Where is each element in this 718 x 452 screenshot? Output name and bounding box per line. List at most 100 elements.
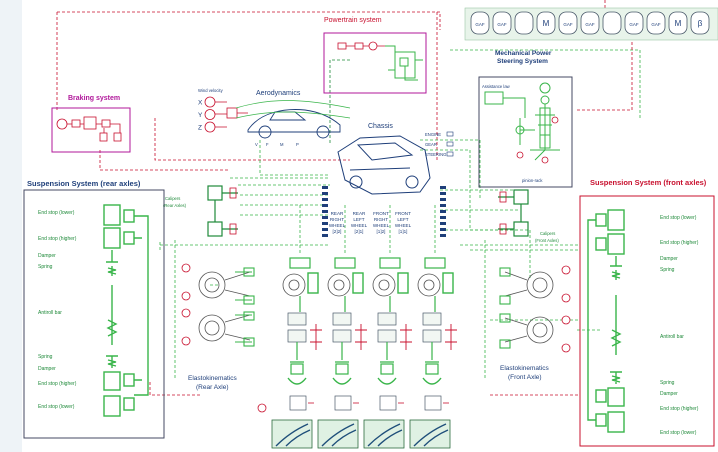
elasto-rear-label-1: Elastokinematics [188,375,238,382]
road-icon-0 [271,419,313,449]
wind-axis-y: Y [198,112,203,119]
susp-front-title: Suspension System (front axles) [590,178,707,187]
susp-rear-title: Suspension System (rear axles) [27,179,141,188]
road-icon-2 [363,419,405,449]
front-label-0: End stop (lower) [660,215,697,221]
suspension-front-block: Suspension System (front axles) End stop… [579,178,715,447]
road-icons [271,419,451,449]
ground-contact-box [289,395,307,411]
elasto-rear-label-2: (Rear Axle) [196,384,229,391]
elasto-front-label-2: (Front Axle) [508,374,542,381]
wheel-header-2-2: WHEEL [373,223,390,228]
front-label-1: End stop (higher) [660,240,699,246]
front-label-7: End stop (higher) [660,406,699,412]
steering-block: Mechanical Power Steering System Assista… [478,50,573,188]
svg-text:ENGINE: ENGINE [425,132,441,137]
front-label-5: Spring [660,380,675,386]
tyre-model-box [377,312,397,326]
rear-label-3: Spring [38,264,53,270]
wheel-column-2 [372,257,412,411]
wheel-header-2-0: FRONT [373,211,389,216]
steering-title-2: Steering System [497,58,548,65]
tyre-icon [327,273,351,297]
wheel-header-0-1: RIGHT [330,217,344,222]
top-icon-label-8: GAF [651,22,661,27]
wheel-header-0-0: REAR [331,211,344,216]
diagram-sheet [22,0,718,452]
svg-text:P: P [296,142,299,147]
calipers-front-label-2: (Front Axles) [535,238,559,243]
wheel-header-0-2: WHEEL [329,223,346,228]
wheel-header-1-0: REAR [353,211,366,216]
front-label-3: Spring [660,267,675,273]
wheel-header-3-1: LEFT [397,217,408,222]
rear-label-5: Spring [38,354,53,360]
top-icon-label-5: GAF [585,22,595,27]
front-label-6: Damper [660,391,678,397]
tyre-icon [417,273,441,297]
calipers-rear-label-2: (Rear Axles) [163,203,187,208]
rear-label-1: End stop (higher) [38,236,77,242]
top-icon-label-7: GAF [629,22,639,27]
wind-velocity-block: Wind velocity XYZ [198,88,248,133]
tyre-icon [372,273,396,297]
wheel-port-stubs [322,186,446,237]
chassis-car-icon [337,135,431,195]
powertrain-title: Powertrain system [324,17,382,24]
top-icon-4: GAF [558,11,578,35]
wheel-column-0 [282,257,322,411]
top-icon-label-10: β [698,19,703,28]
rear-label-2: Damper [38,253,56,259]
top-icon-label-1: GAF [497,22,507,27]
wheel-header-2-1: RIGHT [374,217,388,222]
ground-contact-box [424,395,442,411]
calipers-front-block: Calipers (Front Axles) [498,189,559,243]
rear-label-7: End stop (higher) [38,381,77,387]
ground-contact-box [379,395,397,411]
wheel-header-3-2: WHEEL [395,223,412,228]
wheel-headers: REARRIGHTWHEEL[2]2]REARLEFTWHEEL[2]1]FRO… [329,211,412,234]
wheel-header-3-3: [1]1] [399,229,408,234]
aerodynamics-label: Aerodynamics [256,90,301,97]
tyre-model-box [287,312,307,326]
wind-source-icon [204,109,216,120]
top-icon-1: GAF [492,11,512,35]
front-spring-stack [587,209,625,433]
wheel-columns [282,257,457,411]
wheel-header-3-0: FRONT [395,211,411,216]
tyre-model-box [422,312,442,326]
suspension-rear-block: Suspension System (rear axles) End stop … [23,179,165,439]
top-icon-label-4: GAF [563,22,573,27]
top-icon-label-9: M [675,19,682,28]
top-icon-9: M [668,11,688,35]
wind-source-icon [204,121,216,133]
rear-label-0: End stop (lower) [38,210,75,216]
calipers-rear-block: Calipers (Rear Axles) [163,185,238,237]
front-label-4: Antiroll bar [660,334,684,340]
rear-label-8: End stop (lower) [38,404,75,410]
top-icon-label-0: GAF [475,22,485,27]
calipers-rear-label-1: Calipers [165,196,180,201]
top-icon-3: M [536,11,556,35]
chassis-label: Chassis [368,123,393,130]
svg-text:F: F [266,142,269,147]
top-icon-7: GAF [624,11,644,35]
rear-label-6: Damper [38,366,56,372]
top-icon-2 [514,11,534,35]
powertrain-block: Powertrain system [323,17,427,94]
front-label-2: Damper [660,256,678,262]
wheel-header-1-1: LEFT [353,217,364,222]
wheel-header-0-3: [2]2] [333,229,342,234]
road-icon-3 [409,419,451,449]
top-icon-label-3: M [543,19,550,28]
svg-text:V: V [255,142,258,147]
top-icon-8: GAF [646,11,666,35]
top-icon-5: GAF [580,11,600,35]
